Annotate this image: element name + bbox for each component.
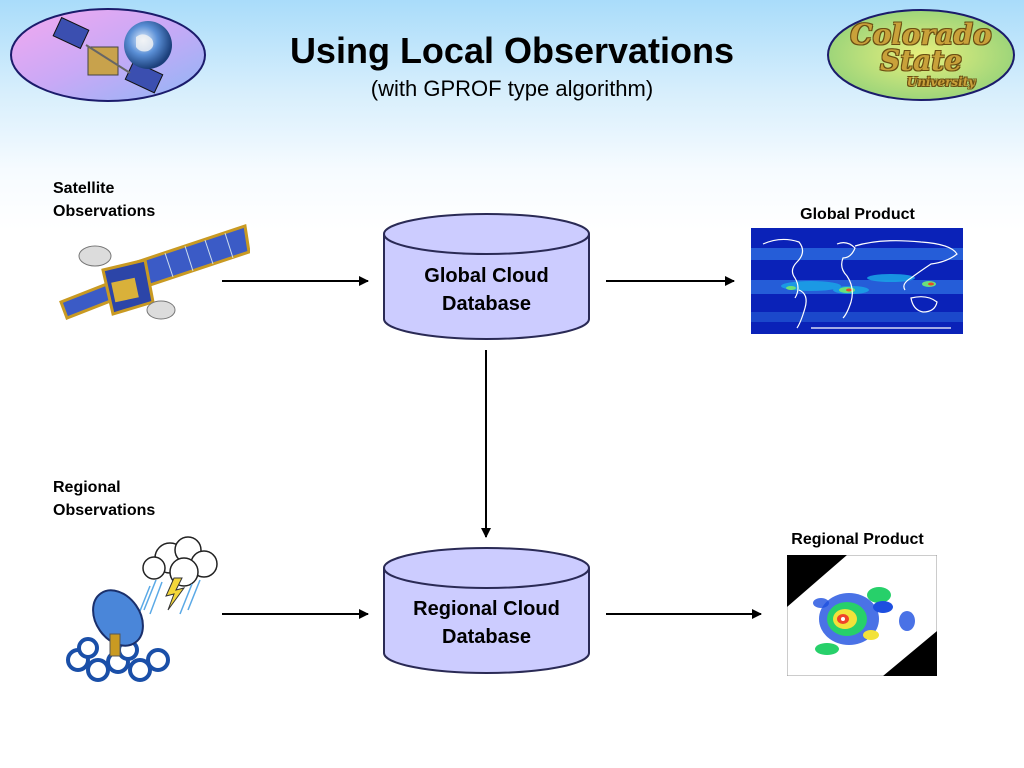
regional-product-label: Regional Product <box>791 531 924 548</box>
global-map-image <box>751 228 963 334</box>
global-cloud-database-label: Global Cloud Database <box>424 265 549 315</box>
regional-cloud-database-label: Regional Cloud Database <box>413 598 560 648</box>
logo-line2: State <box>879 44 963 77</box>
storm-radar-icon <box>66 536 218 682</box>
page-subtitle: (with GPROF type algorithm) <box>370 76 654 101</box>
logo-line3: University <box>906 75 976 89</box>
regional-cloud-database <box>383 547 590 674</box>
hurricane-image <box>787 555 937 676</box>
global-cloud-database <box>383 213 590 340</box>
colorado-state-logo: Colorado State University <box>826 8 1016 102</box>
satellite-icon <box>59 224 250 320</box>
satellite-earth-icon <box>10 8 206 102</box>
satellite-observations-label: Satellite Observations <box>53 180 156 220</box>
regional-observations-label: Regional Observations <box>53 479 156 519</box>
logo-line1: Colorado <box>850 18 992 51</box>
global-product-label: Global Product <box>800 206 915 223</box>
page-title: Using Local Observations <box>289 30 735 71</box>
